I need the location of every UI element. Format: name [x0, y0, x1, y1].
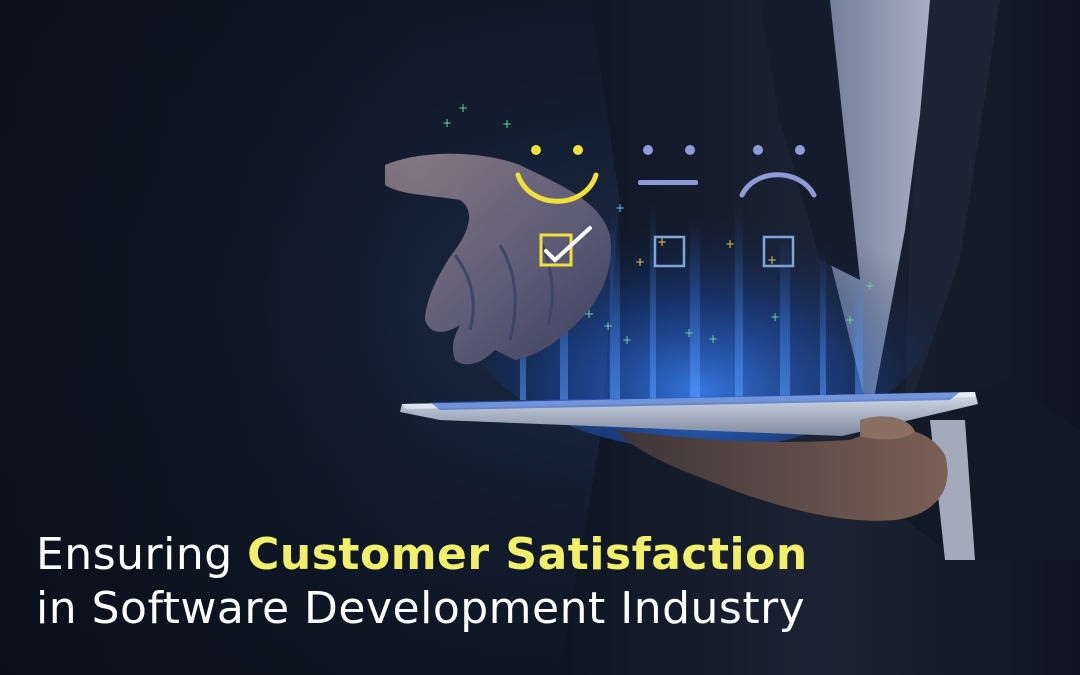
svg-text:+: + [708, 332, 718, 346]
empty-checkbox-icon [653, 235, 686, 268]
sad-face-icon [739, 145, 817, 198]
neutral-face-icon [638, 145, 698, 185]
svg-text:+: + [725, 237, 735, 251]
svg-text:+: + [584, 307, 594, 321]
svg-text:+: + [442, 116, 452, 130]
svg-text:+: + [502, 117, 512, 131]
svg-text:+: + [615, 201, 625, 215]
svg-text:+: + [770, 310, 780, 324]
open-hand [385, 153, 611, 365]
tablet [400, 392, 978, 436]
svg-text:+: + [622, 333, 632, 347]
empty-checkbox-icon [762, 235, 795, 268]
headline-line-2: in Software Development Industry [36, 583, 806, 634]
headline-prefix: Ensuring [36, 529, 248, 580]
svg-text:+: + [458, 101, 468, 115]
svg-text:+: + [657, 235, 667, 249]
headline: Ensuring Customer Satisfaction in Softwa… [36, 528, 936, 636]
svg-text:+: + [635, 255, 645, 269]
headline-line-1: Ensuring Customer Satisfaction [36, 528, 936, 582]
svg-text:+: + [603, 319, 613, 333]
svg-text:+: + [845, 313, 855, 327]
feedback-options [515, 145, 817, 268]
sparkle-particles: + + + + + + + + + + + + + + + + [442, 101, 875, 347]
svg-text:+: + [767, 253, 777, 267]
checked-checkbox-icon [539, 226, 592, 267]
happy-face-icon [515, 145, 599, 204]
svg-text:+: + [684, 326, 694, 340]
holding-hand [615, 416, 948, 521]
headline-highlight: Customer Satisfaction [247, 529, 808, 580]
svg-text:+: + [865, 279, 875, 293]
